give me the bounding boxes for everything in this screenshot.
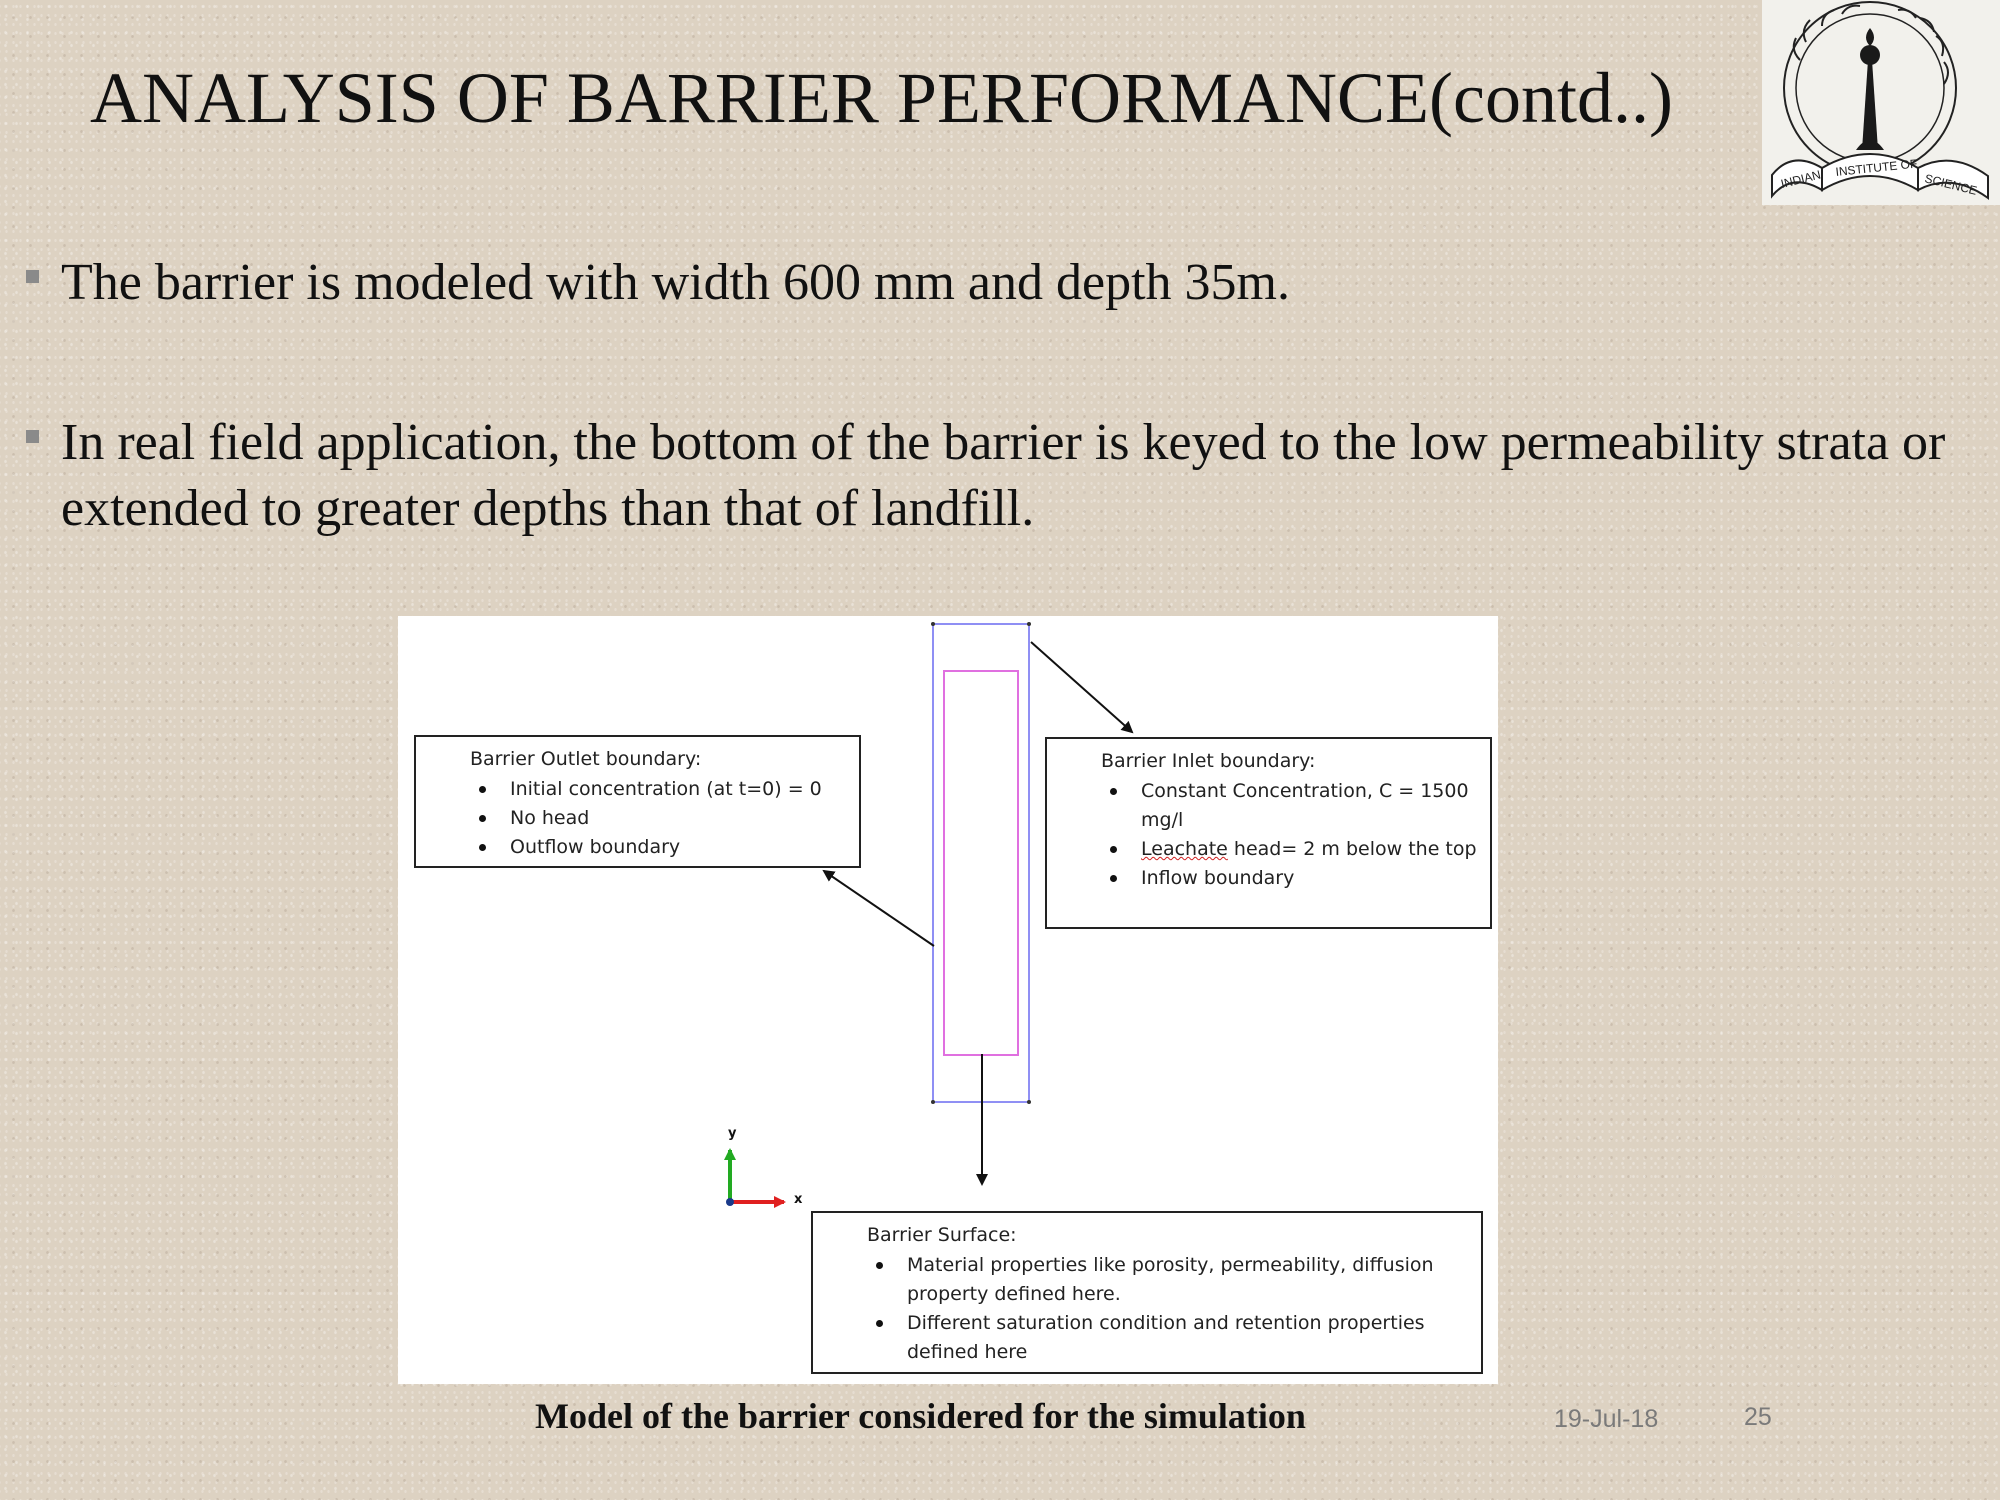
figure-caption: Model of the barrier considered for the … (535, 1396, 1306, 1436)
list-item: Different saturation condition and reten… (876, 1309, 1473, 1367)
corner-node (1027, 622, 1031, 626)
barrier-model-figure: y x Barrier Outlet boundary: Initial con… (398, 616, 1498, 1384)
footer-date: 19-Jul-18 (1554, 1405, 1659, 1433)
bullet-text: In real field application, the bottom of… (61, 414, 1946, 537)
bullet-square-icon (26, 270, 39, 283)
corner-node (1027, 1100, 1031, 1104)
barrier-inner-boundary (943, 670, 1019, 1056)
surface-title: Barrier Surface: (867, 1224, 1017, 1246)
list-item: No head (479, 804, 851, 833)
list-item-rest: head= 2 m below the top (1227, 838, 1477, 860)
arrow-to-inlet (1030, 641, 1134, 734)
list-item: Leachate head= 2 m below the top (1110, 835, 1482, 864)
corner-node (931, 1100, 935, 1104)
arrow-to-outlet (822, 869, 935, 947)
outlet-boundary-box: Barrier Outlet boundary: Initial concent… (414, 735, 861, 868)
bullet-item: The barrier is modeled with width 600 mm… (26, 250, 1290, 316)
corner-node (931, 622, 935, 626)
spellcheck-underlined-word: Leachate (1141, 838, 1228, 860)
inlet-boundary-title: Barrier Inlet boundary: (1101, 750, 1316, 772)
list-item: Material properties like porosity, perme… (876, 1251, 1473, 1309)
outlet-boundary-title: Barrier Outlet boundary: (470, 748, 702, 770)
barrier-outer-boundary (932, 623, 1030, 1103)
outlet-boundary-list: Initial concentration (at t=0) = 0 No he… (479, 775, 851, 862)
list-item: Constant Concentration, C = 1500 mg/l (1110, 777, 1482, 835)
surface-box: Barrier Surface: Material properties lik… (811, 1211, 1483, 1374)
x-axis-label: x (794, 1192, 803, 1207)
list-item: Initial concentration (at t=0) = 0 (479, 775, 851, 804)
surface-list: Material properties like porosity, perme… (876, 1251, 1473, 1367)
inlet-boundary-box: Barrier Inlet boundary: Constant Concent… (1045, 737, 1492, 929)
inlet-boundary-list: Constant Concentration, C = 1500 mg/l Le… (1110, 777, 1482, 893)
page-number: 25 (1744, 1403, 1772, 1431)
slide-title: ANALYSIS OF BARRIER PERFORMANCE(contd..) (90, 58, 1673, 138)
institute-logo: INDIAN INSTITUTE OF SCIENCE (1762, 0, 2000, 205)
institute-seal-icon: INDIAN INSTITUTE OF SCIENCE (1771, 1, 1989, 200)
y-axis-label: y (728, 1126, 737, 1141)
list-item: Outflow boundary (479, 833, 851, 862)
axis-origin (726, 1198, 734, 1206)
bullet-item: In real field application, the bottom of… (26, 410, 1961, 542)
bullet-square-icon (26, 430, 39, 443)
bullet-text: The barrier is modeled with width 600 mm… (61, 254, 1290, 311)
list-item: Inflow boundary (1110, 864, 1482, 893)
